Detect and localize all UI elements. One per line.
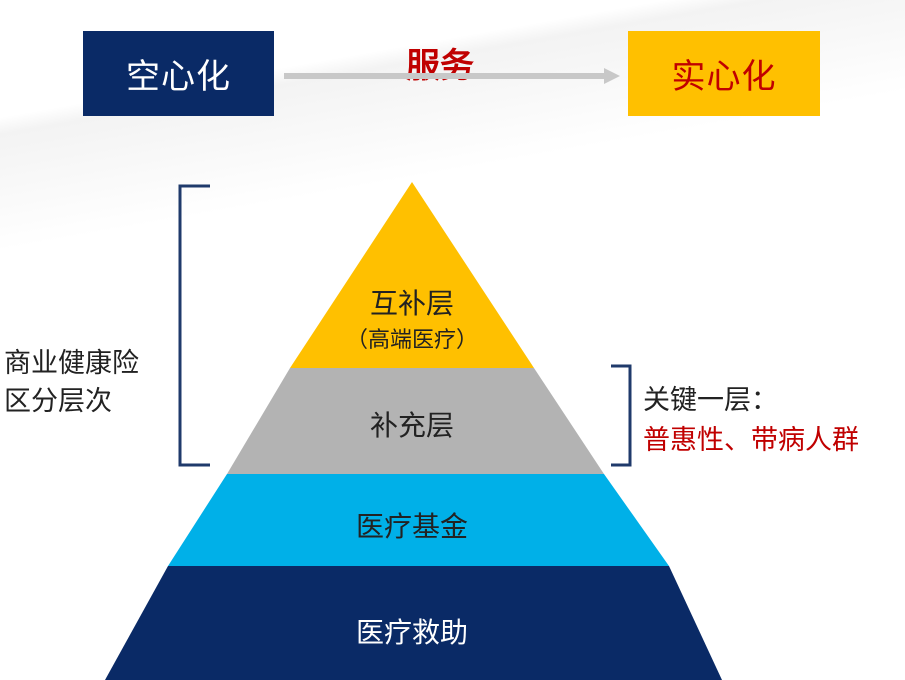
tier-supplementary-label: 补充层 [369,409,454,442]
tier-complementary-label: 互补层 [369,287,454,320]
side-label-line2: 区分层次 [4,386,112,417]
tier-complementary-sublabel: （高端医疗） [345,328,478,353]
tier-medical-fund [168,474,669,566]
tier-supplementary [227,368,604,474]
commercial-health-insurance-label: 商业健康险 区分层次 [4,345,139,421]
key-layer-detail: 普惠性、带病人群 [643,425,859,456]
key-layer-title: 关键一层： [643,385,778,416]
service-arrow-head [604,68,620,84]
tier-medical-aid [105,566,722,680]
solidifying-box: 实心化 [628,31,820,116]
tier-medical-fund-label: 医疗基金 [355,510,468,543]
left-bracket [178,184,210,467]
tier-medical-aid-label: 医疗救助 [355,616,468,649]
right-bracket [611,364,632,467]
hollowing-box: 空心化 [83,31,274,116]
side-label-line1: 商业健康险 [4,348,139,379]
service-arrow-label: 服务 [406,46,474,86]
tier-complementary [290,182,534,368]
key-layer-note: 关键一层： 普惠性、带病人群 [643,381,859,461]
